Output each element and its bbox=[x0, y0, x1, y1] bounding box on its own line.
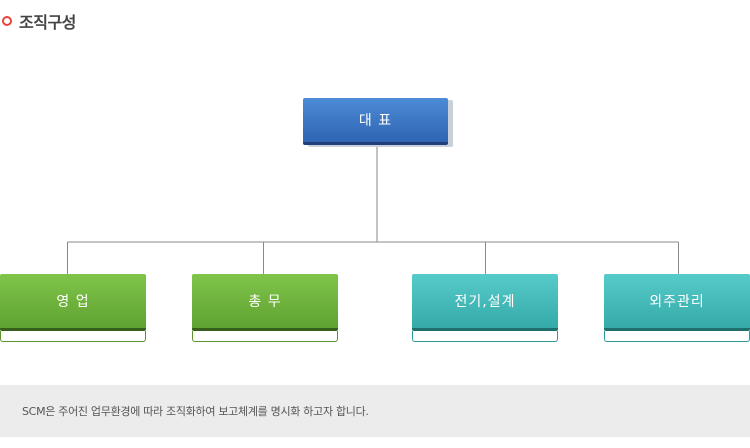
org-node-admin-label: 총 무 bbox=[248, 294, 282, 310]
page-title: 조직구성 bbox=[19, 13, 76, 32]
footer-note: SCM은 주어진 업무환경에 따라 조직화하여 보고체계를 명시화 하고자 합니… bbox=[22, 405, 369, 418]
org-node-admin-underbar bbox=[192, 331, 338, 342]
circle-bullet-icon bbox=[2, 16, 12, 26]
org-node-outsourcing-underbar bbox=[604, 331, 750, 342]
org-node-sales: 영 업 bbox=[0, 274, 146, 331]
org-node-ceo-label: 대 표 bbox=[358, 113, 393, 129]
org-node-sales-label: 영 업 bbox=[56, 294, 90, 310]
org-node-ceo: 대 표 bbox=[303, 98, 448, 145]
org-node-outsourcing: 외주관리 bbox=[604, 274, 750, 331]
org-node-design-label: 전기,설계 bbox=[454, 294, 516, 310]
org-node-design-underbar bbox=[412, 331, 558, 342]
org-node-outsourcing-label: 외주관리 bbox=[649, 294, 705, 310]
org-node-admin: 총 무 bbox=[192, 274, 338, 331]
footer-note-panel: SCM은 주어진 업무환경에 따라 조직화하여 보고체계를 명시화 하고자 합니… bbox=[0, 385, 750, 437]
org-node-sales-underbar bbox=[0, 331, 146, 342]
org-node-design: 전기,설계 bbox=[412, 274, 558, 331]
section-heading: 조직구성 bbox=[0, 8, 76, 34]
